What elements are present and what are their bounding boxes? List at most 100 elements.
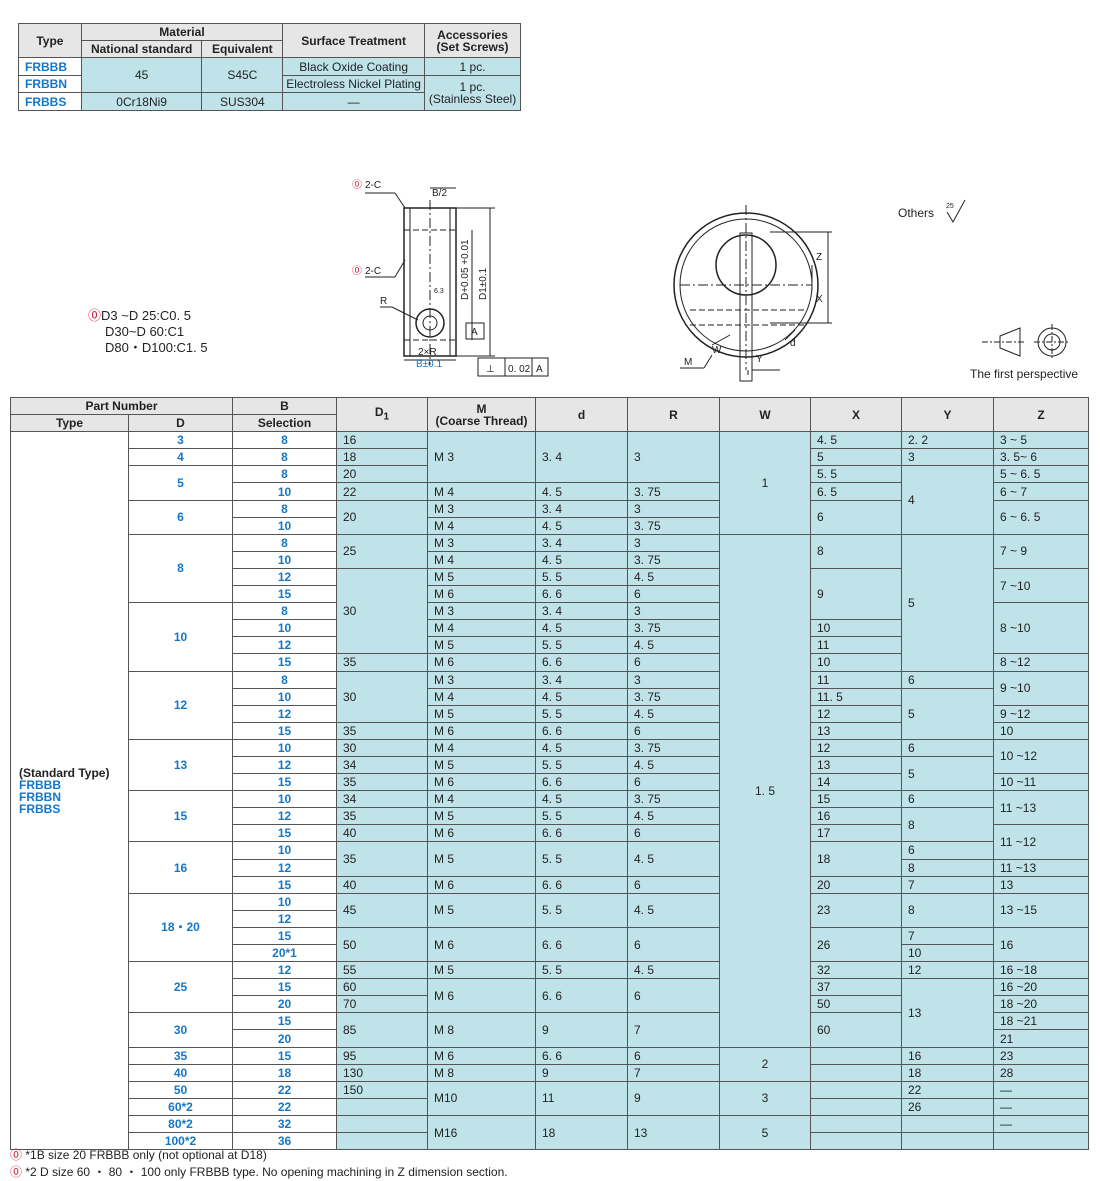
b-cell: 20*1 — [232, 943, 337, 963]
y-cell: 8 — [901, 892, 994, 928]
dd-cell: 4. 5 — [535, 790, 628, 809]
d1-cell — [336, 1114, 428, 1134]
m-cell: M 6 — [427, 653, 536, 672]
z-cell: 11 ~13 — [993, 858, 1089, 877]
r-cell: 4. 5 — [627, 961, 720, 980]
x-cell: 9 — [810, 567, 902, 621]
b-cell: 20 — [232, 995, 337, 1014]
d-cell: 16 — [128, 841, 233, 894]
r-cell: 6 — [627, 824, 720, 843]
b-cell: 10 — [232, 516, 337, 535]
z-header: Z — [993, 396, 1089, 433]
equivalent-value: SUS304 — [201, 92, 284, 111]
dd-header: d — [535, 396, 628, 433]
d-cell: 100*2 — [128, 1132, 233, 1151]
x-cell: 6 — [810, 499, 902, 535]
dd-cell: 6. 6 — [535, 978, 628, 1014]
m-cell: M 6 — [427, 721, 536, 740]
m-cell: M 3 — [427, 670, 536, 689]
d1-cell: 22 — [336, 482, 428, 501]
r-cell: 6 — [627, 926, 720, 963]
technical-drawing: 2-C B/2 2-C R D1±0.1 D+0.05 +0.01 6.3 A … — [352, 179, 1078, 382]
x-cell: 14 — [810, 773, 902, 792]
type-frbbb: FRBBB — [18, 57, 82, 76]
surface-value: Electroless Nickel Plating — [282, 75, 426, 93]
d-cell: 60*2 — [128, 1097, 233, 1116]
r-cell: 3 — [627, 602, 720, 621]
r-cell: 13 — [627, 1114, 720, 1151]
y-cell: 26 — [901, 1097, 994, 1116]
b-cell: 8 — [232, 670, 337, 689]
z-cell: 3. 5~ 6 — [993, 448, 1089, 467]
d1-cell: 30 — [336, 738, 428, 757]
z-cell: 5 ~ 6. 5 — [993, 465, 1089, 484]
z-cell: 21 — [993, 1029, 1089, 1048]
z-cell: 9 ~10 — [993, 670, 1089, 706]
d1-cell: 130 — [336, 1063, 428, 1082]
m-cell: M 6 — [427, 978, 536, 1014]
r-cell: 3. 75 — [627, 619, 720, 638]
y-cell: 6 — [901, 738, 994, 757]
label-d-tol: D+0.05 +0.01 — [460, 239, 471, 300]
d1-cell: 25 — [336, 533, 428, 569]
m-cell: M 4 — [427, 687, 536, 706]
type-frbbs: FRBBS — [19, 801, 61, 816]
z-cell: 16 — [993, 926, 1089, 963]
label-2xr: 2×R — [418, 347, 437, 358]
equivalent-value: S45C — [201, 57, 284, 93]
b-cell: 8 — [232, 499, 337, 518]
z-cell: — — [993, 1080, 1089, 1099]
m-cell: M 5 — [427, 636, 536, 655]
d1-header: D1 — [336, 396, 428, 433]
dd-cell: 5. 5 — [535, 755, 628, 775]
label-a-box: A — [471, 327, 478, 338]
m-cell: M 5 — [427, 704, 536, 723]
r-cell: 4. 5 — [627, 892, 720, 928]
r-cell: 6 — [627, 1046, 720, 1065]
y-cell: 2. 2 — [901, 431, 994, 450]
label-y: Y — [756, 354, 763, 365]
b-cell: 20 — [232, 1029, 337, 1048]
m-cell: M 8 — [427, 1012, 536, 1048]
y-cell: 4 — [901, 465, 994, 535]
d1-cell: 18 — [336, 448, 428, 467]
d1-cell: 50 — [336, 926, 428, 963]
y-cell: 5 — [901, 533, 994, 672]
d1-cell: 60 — [336, 978, 428, 997]
z-cell: 18 ~21 — [993, 1012, 1089, 1031]
b-cell: 10 — [232, 841, 337, 860]
z-cell: 6 ~ 6. 5 — [993, 499, 1089, 535]
dd-cell: 3. 4 — [535, 533, 628, 552]
r-cell: 3. 75 — [627, 687, 720, 706]
x-cell — [810, 1132, 902, 1151]
selection-header: Selection — [232, 414, 337, 433]
d-cell: 6 — [128, 499, 233, 535]
dd-cell: 4. 5 — [535, 738, 628, 757]
dd-cell: 6. 6 — [535, 875, 628, 894]
r-cell: 3. 75 — [627, 790, 720, 809]
b-cell: 15 — [232, 1012, 337, 1031]
m-cell: M10 — [427, 1080, 536, 1116]
d1-cell — [336, 1097, 428, 1116]
b-cell: 12 — [232, 636, 337, 655]
x-cell: 13 — [810, 755, 902, 775]
z-cell: 13 — [993, 875, 1089, 894]
dd-cell: 5. 5 — [535, 567, 628, 587]
r-cell: 3. 75 — [627, 550, 720, 569]
type-frbbn: FRBBN — [19, 789, 61, 804]
m-cell: M 6 — [427, 1046, 536, 1065]
x-cell: 16 — [810, 807, 902, 826]
note-2: ⓪ *2 D size 60 ・ 80 ・ 100 only FRBBB typ… — [10, 1165, 508, 1179]
b-cell: 15 — [232, 653, 337, 672]
x-cell: 10 — [810, 619, 902, 638]
r-cell: 3 — [627, 431, 720, 484]
